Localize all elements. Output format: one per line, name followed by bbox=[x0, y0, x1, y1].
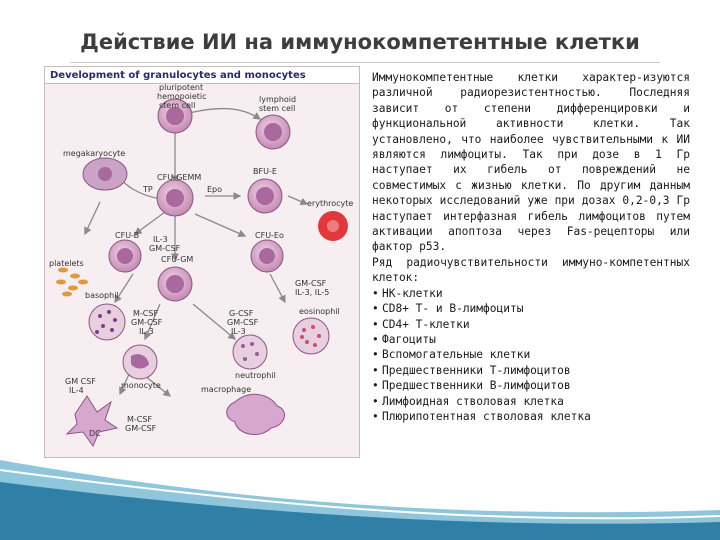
list-item-label: CD4+ Т-клетки bbox=[382, 317, 470, 331]
text-column: Иммунокомпетентные клетки характер-изуют… bbox=[372, 70, 690, 424]
label-m-csf-b: M-CSF bbox=[127, 415, 152, 424]
eosinophil-cell bbox=[292, 317, 330, 355]
diagram-arrows bbox=[84, 107, 309, 397]
label-lymphoid: lymphoid bbox=[259, 95, 296, 104]
eosinophil-granules bbox=[300, 325, 321, 347]
label-gm-csf-b: GM-CSF bbox=[295, 279, 327, 288]
cells bbox=[65, 98, 348, 448]
list-item: •Плюрипотентная стволовая клетка bbox=[372, 409, 690, 424]
erythrocyte-center bbox=[327, 220, 339, 232]
dendritic-cell bbox=[65, 395, 119, 448]
decorative-wave-band bbox=[0, 460, 720, 540]
list-item: •Вспомогательные клетки bbox=[372, 347, 690, 362]
bullet-icon: • bbox=[372, 348, 379, 362]
label-il3-il5: IL-3, IL-5 bbox=[295, 288, 329, 297]
nucleus bbox=[131, 354, 149, 369]
diagram-canvas: pluripotent hemopoietic stem cell lympho… bbox=[49, 84, 353, 448]
list-item: •Предшественники В-лимфоцитов bbox=[372, 378, 690, 393]
label-cfu-b: CFU-B bbox=[115, 231, 139, 240]
wave-dark bbox=[0, 482, 720, 540]
bullet-icon: • bbox=[372, 317, 379, 331]
label-il3-b: IL-3 bbox=[139, 327, 154, 336]
nucleus bbox=[117, 248, 133, 264]
label-cfu-gm: CFU-GM bbox=[161, 255, 193, 264]
label-stem-cell-1: stem cell bbox=[159, 101, 195, 110]
label-pluripotent: pluripotent bbox=[159, 84, 203, 92]
paragraph-intro: Иммунокомпетентные клетки характер-изуют… bbox=[372, 71, 690, 254]
label-gm-csf-f: GM-CSF bbox=[125, 424, 157, 433]
label-macrophage: macrophage bbox=[201, 385, 251, 394]
list-item: •Предшественники Т-лимфоцитов bbox=[372, 363, 690, 378]
label-neutrophil: neutrophil bbox=[235, 371, 276, 380]
macrophage-cell bbox=[226, 393, 286, 436]
list-item-label: Плюрипотентная стволовая клетка bbox=[382, 409, 591, 423]
list-item: •Лимфоидная стволовая клетка bbox=[372, 394, 690, 409]
list-item-label: НК-клетки bbox=[382, 286, 443, 300]
nucleus bbox=[264, 123, 282, 141]
bullet-icon: • bbox=[372, 302, 379, 316]
label-basophil: basophil bbox=[85, 291, 119, 300]
neutrophil-cell bbox=[232, 334, 268, 370]
label-platelets: platelets bbox=[49, 259, 84, 268]
label-gm-csf-e: GM CSF bbox=[65, 377, 96, 386]
label-tp: TP bbox=[142, 185, 153, 194]
bullet-icon: • bbox=[372, 363, 379, 377]
label-gm-csf-d: GM-CSF bbox=[227, 318, 259, 327]
nucleus bbox=[166, 189, 184, 207]
label-stem-cell-2: stem cell bbox=[259, 104, 295, 113]
list-item-label: Лимфоидная стволовая клетка bbox=[382, 394, 564, 408]
basophil-granules bbox=[95, 310, 117, 334]
label-gm-csf-a: GM-CSF bbox=[149, 244, 181, 253]
bullet-icon: • bbox=[372, 286, 379, 300]
label-bfu-e: BFU-E bbox=[253, 167, 277, 176]
label-eosinophil: eosinophil bbox=[299, 307, 340, 316]
label-il4: IL-4 bbox=[69, 386, 84, 395]
bullet-icon: • bbox=[372, 409, 379, 423]
list-item-label: Предшественники В-лимфоцитов bbox=[382, 379, 571, 393]
wave-highlight bbox=[0, 469, 720, 520]
label-il3-a: IL-3 bbox=[153, 235, 168, 244]
label-hemopoietic: hemopoietic bbox=[157, 92, 207, 101]
label-epo: Epo bbox=[207, 185, 222, 194]
label-dc: DC bbox=[89, 429, 101, 438]
slide-title: Действие ИИ на иммунокомпетентные клетки bbox=[80, 30, 640, 54]
list-item-label: CD8+ Т- и В-лимфоциты bbox=[382, 302, 524, 316]
bullet-icon: • bbox=[372, 379, 379, 393]
list-item: •CD4+ Т-клетки bbox=[372, 317, 690, 332]
diagram-title: Development of granulocytes and monocyte… bbox=[45, 67, 359, 84]
label-il3-c: IL-3 bbox=[231, 327, 246, 336]
label-monocyte: monocyte bbox=[121, 381, 161, 390]
basophil-cell bbox=[88, 303, 126, 341]
bullet-icon: • bbox=[372, 394, 379, 408]
list-item-label: Вспомогательные клетки bbox=[382, 348, 531, 362]
label-megakaryocyte: megakaryocyte bbox=[63, 149, 125, 158]
list-item-label: Предшественники Т-лимфоцитов bbox=[382, 363, 571, 377]
nucleus bbox=[166, 275, 184, 293]
neutrophil-granules bbox=[241, 342, 259, 361]
nucleus bbox=[166, 107, 184, 125]
title-divider bbox=[70, 62, 660, 63]
nucleus bbox=[256, 187, 274, 205]
label-cfu-eo: CFU-Eo bbox=[255, 231, 284, 240]
paragraph-series: Ряд радиочувствительности иммуно-компете… bbox=[372, 255, 690, 285]
label-g-csf: G-CSF bbox=[229, 309, 254, 318]
list-item-label: Фагоциты bbox=[382, 332, 436, 346]
list-item: •Фагоциты bbox=[372, 332, 690, 347]
label-m-csf-a: M-CSF bbox=[133, 309, 158, 318]
label-erythrocyte: erythrocyte bbox=[307, 199, 353, 208]
list-item: •НК-клетки bbox=[372, 286, 690, 301]
nucleus bbox=[98, 167, 112, 181]
label-gm-csf-c: GM-CSF bbox=[131, 318, 163, 327]
radiosensitivity-list: •НК-клетки •CD8+ Т- и В-лимфоциты •CD4+ … bbox=[372, 286, 690, 425]
label-cfu-gemm: CFU-GEMM bbox=[157, 173, 201, 182]
bullet-icon: • bbox=[372, 332, 379, 346]
granulocyte-diagram: Development of granulocytes and monocyte… bbox=[44, 66, 360, 458]
list-item: •CD8+ Т- и В-лимфоциты bbox=[372, 301, 690, 316]
platelets-cluster bbox=[56, 267, 88, 297]
nucleus bbox=[259, 248, 275, 264]
